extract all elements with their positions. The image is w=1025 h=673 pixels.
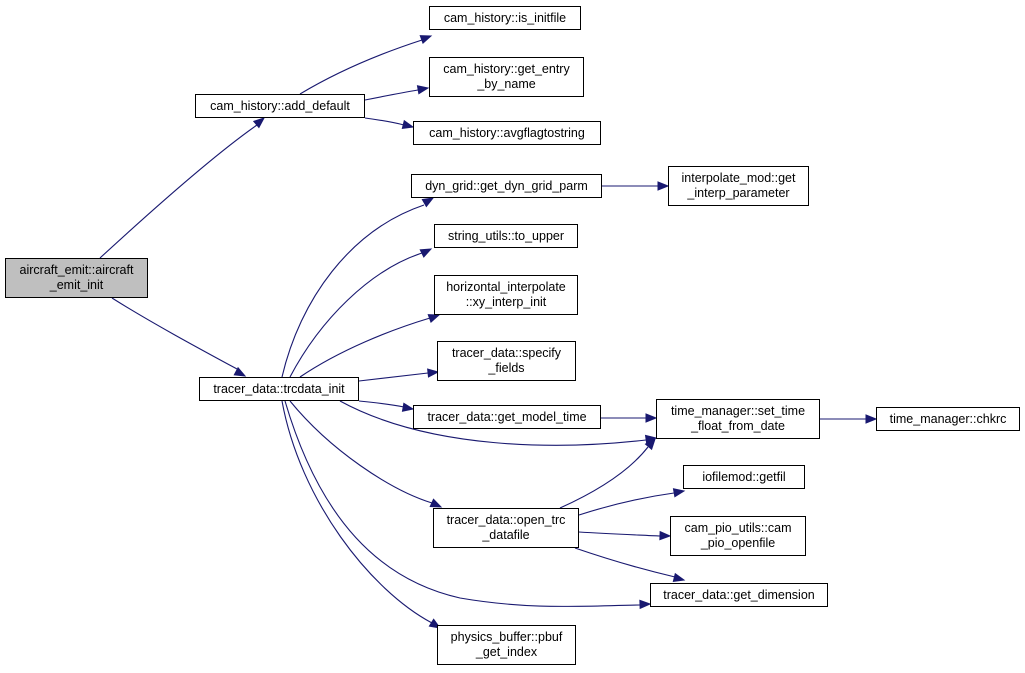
node-label-line-2: _float_from_date — [691, 419, 785, 433]
node-label-line-1: cam_history::avgflagtostring — [429, 125, 585, 140]
node-label-line-1: iofilemod::getfil — [702, 469, 786, 484]
node-label-line-1: time_manager::set_time — [670, 404, 806, 418]
edge-root-add-default-arrowhead — [252, 117, 266, 129]
node-label-line-1: dyn_grid::get_dyn_grid_parm — [425, 178, 588, 193]
node-cam-pio-openfile[interactable]: cam_pio_utils::cam _pio_openfile — [670, 516, 806, 556]
edge-trcdata-to-upper — [289, 252, 423, 378]
edge-open-trc-cam-pio — [578, 531, 661, 537]
edge-root-trcdata-init — [111, 297, 238, 370]
node-label-line-1: cam_history::get_entry — [443, 62, 570, 76]
edge-trcdata-dyn-grid-arrowhead — [421, 197, 435, 208]
node-get-dyn-grid-parm[interactable]: dyn_grid::get_dyn_grid_parm — [411, 174, 602, 198]
node-set-time-float-from-date[interactable]: time_manager::set_time _float_from_date — [656, 399, 820, 439]
node-label-line-2: _fields — [488, 361, 525, 375]
node-label-line-1: tracer_data::get_dimension — [663, 587, 815, 602]
node-trcdata-init[interactable]: tracer_data::trcdata_init — [199, 377, 359, 401]
node-add-default[interactable]: cam_history::add_default — [195, 94, 365, 118]
node-label-line-1: cam_pio_utils::cam — [684, 521, 792, 535]
edge-add-default-get-entry — [364, 89, 419, 101]
node-xy-interp-init[interactable]: horizontal_interpolate ::xy_interp_init — [434, 275, 578, 315]
edge-root-trcdata-init-arrowhead — [233, 366, 247, 377]
node-pbuf-get-index[interactable]: physics_buffer::pbuf _get_index — [437, 625, 576, 665]
node-label-line-1: aircraft_emit::aircraft — [19, 263, 134, 277]
edge-trcdata-open-trc-arrowhead — [429, 498, 443, 508]
node-label-line-1: time_manager::chkrc — [889, 411, 1007, 426]
edge-trcdata-model-time-arrowhead — [401, 402, 415, 412]
edge-trcdata-get-dimension — [284, 400, 641, 607]
node-label-line-1: tracer_data::trcdata_init — [213, 381, 345, 396]
node-label-line-1: tracer_data::specify — [451, 346, 562, 360]
edge-add-default-is-initfile — [299, 39, 423, 95]
node-get-interp-parameter[interactable]: interpolate_mod::get _interp_parameter — [668, 166, 809, 206]
node-get-entry-by-name[interactable]: cam_history::get_entry _by_name — [429, 57, 584, 97]
edge-open-trc-cam-pio-arrowhead — [659, 530, 672, 541]
edge-trcdata-to-upper-arrowhead — [419, 248, 433, 258]
node-label-line-2: _by_name — [477, 77, 536, 91]
edge-open-trc-getfil — [578, 492, 675, 516]
node-get-dimension[interactable]: tracer_data::get_dimension — [650, 583, 828, 607]
node-get-model-time[interactable]: tracer_data::get_model_time — [413, 405, 601, 429]
node-label-line-1: horizontal_interpolate — [446, 280, 566, 294]
edge-open-trc-set-time — [559, 446, 649, 509]
node-label-line-2: _emit_init — [49, 278, 104, 292]
node-open-trc-datafile[interactable]: tracer_data::open_trc _datafile — [433, 508, 579, 548]
edge-add-default-is-initfile-arrowhead — [419, 35, 433, 45]
edge-root-add-default — [99, 124, 258, 259]
edge-open-trc-get-dimension — [574, 547, 676, 578]
node-label-line-2: _datafile — [482, 528, 530, 542]
node-label-line-2: _pio_openfile — [700, 536, 776, 550]
edge-trcdata-xy-interp — [299, 317, 431, 378]
node-label-line-1: string_utils::to_upper — [447, 228, 565, 243]
node-label-line-2: _get_index — [475, 645, 538, 659]
node-to-upper[interactable]: string_utils::to_upper — [434, 224, 578, 248]
node-label-line-2: ::xy_interp_init — [465, 295, 547, 309]
edge-add-default-avgflag — [364, 117, 405, 126]
edge-trcdata-xy-interp-arrowhead — [427, 314, 441, 324]
edge-dyn-grid-interp-arrowhead — [657, 181, 670, 191]
node-avgflagtostring[interactable]: cam_history::avgflagtostring — [413, 121, 601, 145]
node-is-initfile[interactable]: cam_history::is_initfile — [429, 6, 581, 30]
node-specify-fields[interactable]: tracer_data::specify _fields — [437, 341, 576, 381]
edge-trcdata-pbuf — [281, 400, 433, 624]
node-label-line-1: cam_history::is_initfile — [443, 10, 567, 25]
node-label-line-2: _interp_parameter — [687, 186, 790, 200]
edge-trcdata-dyn-grid — [281, 204, 425, 378]
edge-trcdata-specify-arrowhead — [427, 368, 440, 378]
edge-open-trc-getfil-arrowhead — [672, 488, 686, 498]
edge-open-trc-get-dimension-arrowhead — [672, 572, 686, 583]
node-label-line-1: tracer_data::open_trc — [446, 513, 566, 527]
edge-trcdata-get-dimension-arrowhead — [639, 599, 652, 610]
edge-trcdata-set-time — [339, 400, 647, 446]
node-aircraft-emit-init: aircraft_emit::aircraft _emit_init — [5, 258, 148, 298]
edge-trcdata-model-time — [358, 400, 405, 408]
edge-trcdata-specify — [358, 372, 429, 382]
node-label-line-1: tracer_data::get_model_time — [427, 409, 587, 424]
node-label-line-1: interpolate_mod::get — [681, 171, 796, 185]
node-chkrc[interactable]: time_manager::chkrc — [876, 407, 1020, 431]
node-label-line-1: physics_buffer::pbuf — [450, 630, 563, 644]
edge-add-default-avgflag-arrowhead — [401, 119, 415, 130]
node-label-line-1: cam_history::add_default — [210, 98, 350, 113]
edge-set-time-chkrc-arrowhead — [865, 414, 878, 424]
node-getfil[interactable]: iofilemod::getfil — [683, 465, 805, 489]
edge-trcdata-open-trc — [289, 400, 433, 504]
edge-open-trc-set-time-arrowhead — [644, 437, 656, 451]
edge-add-default-get-entry-arrowhead — [416, 85, 430, 95]
edge-model-time-set-time-arrowhead — [645, 413, 658, 423]
